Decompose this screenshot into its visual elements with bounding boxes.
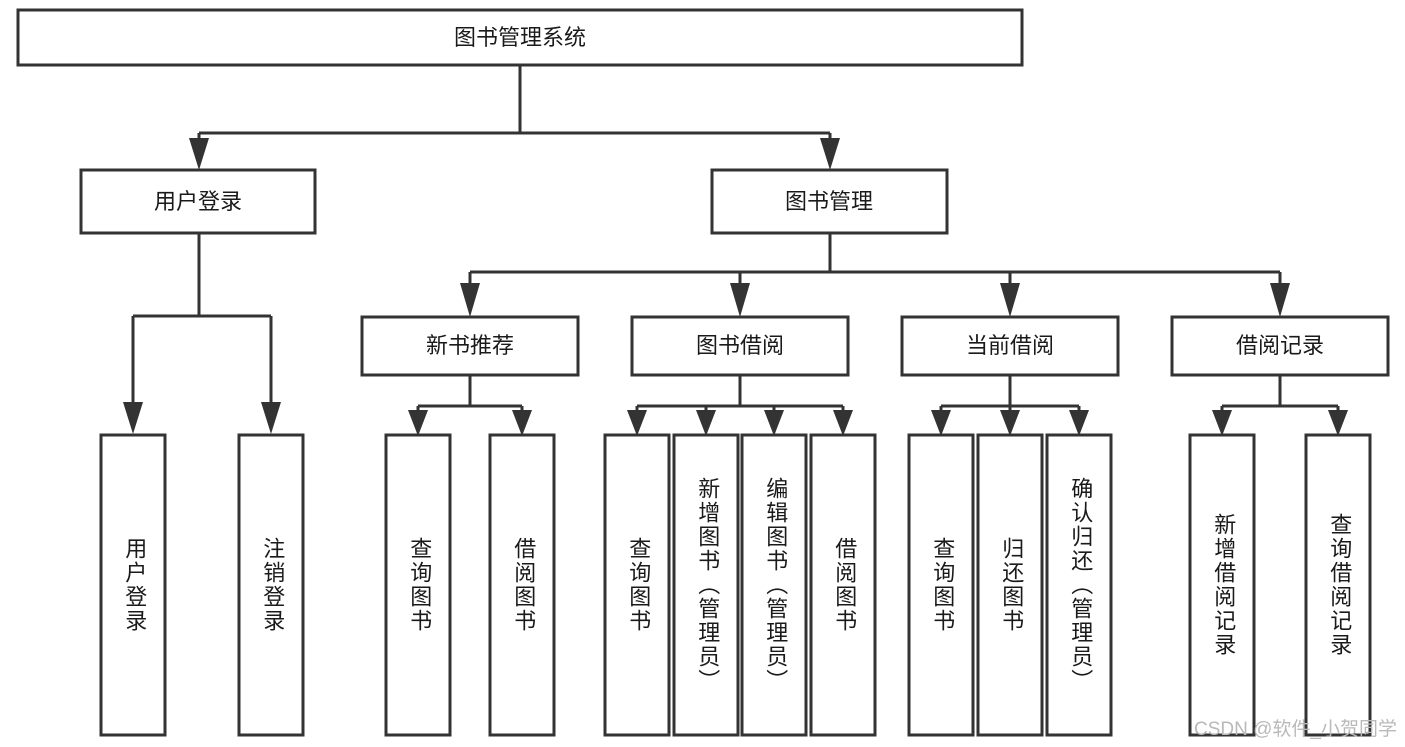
- arrow-head-user-login: [189, 138, 209, 170]
- node-label: 借阅记录: [1236, 333, 1324, 358]
- node-label: 新书推荐: [426, 333, 514, 358]
- node-label: 归还图书: [999, 537, 1024, 633]
- node-user-login[interactable]: 用户登录: [79, 168, 317, 235]
- arrow-head-leaf-query-book-1: [408, 410, 428, 436]
- connectors: [123, 65, 1348, 436]
- node-label: 确认归还（管理员）: [1068, 477, 1093, 693]
- node-label: 图书管理: [785, 189, 873, 214]
- node-leaf-query-book-2[interactable]: 查询图书: [603, 433, 671, 737]
- node-label: 新增图书（管理员）: [695, 477, 720, 693]
- arrow-head-leaf-logout-login: [261, 402, 281, 434]
- node-box: [99, 433, 167, 737]
- node-label: 新增借阅记录: [1211, 513, 1236, 657]
- node-new-book-recommend[interactable]: 新书推荐: [360, 315, 580, 377]
- node-box: [710, 168, 949, 235]
- node-box: [809, 433, 877, 737]
- arrow-head-leaf-user-login: [123, 402, 143, 434]
- node-leaf-add-book[interactable]: 新增图书（管理员）: [672, 433, 740, 737]
- node-leaf-confirm-return[interactable]: 确认归还（管理员）: [1045, 433, 1113, 737]
- node-box: [900, 315, 1120, 377]
- node-label: 用户登录: [154, 189, 242, 214]
- node-label: 用户登录: [122, 537, 147, 633]
- node-leaf-user-login[interactable]: 用户登录: [99, 433, 167, 737]
- node-book-borrow[interactable]: 图书借阅: [630, 315, 850, 377]
- node-leaf-query-book-3[interactable]: 查询图书: [907, 433, 975, 737]
- node-borrow-record[interactable]: 借阅记录: [1170, 315, 1390, 377]
- node-box: [672, 433, 740, 737]
- node-box: [976, 433, 1044, 737]
- arrow-head-leaf-borrow-book-1: [512, 410, 532, 436]
- arrow-head-leaf-add-record: [1212, 410, 1232, 436]
- node-box: [79, 168, 317, 235]
- node-label: 图书管理系统: [454, 25, 586, 50]
- arrow-head-leaf-confirm-return: [1069, 410, 1089, 436]
- node-leaf-add-record[interactable]: 新增借阅记录: [1188, 433, 1256, 737]
- node-label: 查询图书: [626, 537, 651, 633]
- node-label: 借阅图书: [832, 537, 857, 633]
- arrow-head-leaf-add-book: [696, 410, 716, 436]
- arrow-head-leaf-return-book: [1000, 410, 1020, 436]
- arrow-head-book-borrow: [730, 283, 750, 317]
- arrow-head-leaf-edit-book: [764, 410, 784, 436]
- node-box: [1170, 315, 1390, 377]
- node-label: 查询图书: [930, 537, 955, 633]
- node-leaf-borrow-book-1[interactable]: 借阅图书: [488, 433, 556, 737]
- node-label: 图书借阅: [696, 333, 784, 358]
- node-box: [384, 433, 452, 737]
- node-book-management[interactable]: 图书管理: [710, 168, 949, 235]
- arrow-head-borrow-record: [1270, 283, 1290, 317]
- node-box: [488, 433, 556, 737]
- arrow-head-leaf-query-book-2: [627, 410, 647, 436]
- arrow-head-current-borrow: [1000, 283, 1020, 317]
- node-box: [907, 433, 975, 737]
- node-system-title[interactable]: 图书管理系统: [16, 8, 1024, 67]
- arrow-head-new-book-recommend: [460, 283, 480, 317]
- node-box: [1304, 433, 1372, 737]
- node-box: [16, 8, 1024, 67]
- node-leaf-edit-book[interactable]: 编辑图书（管理员）: [740, 433, 808, 737]
- arrow-head-leaf-borrow-book-2: [833, 410, 853, 436]
- watermark-text: CSDN @软件_小贺同学: [1194, 719, 1397, 740]
- node-box: [1045, 433, 1113, 737]
- node-box: [740, 433, 808, 737]
- node-box: [603, 433, 671, 737]
- node-leaf-query-record[interactable]: 查询借阅记录: [1304, 433, 1372, 737]
- node-label: 编辑图书（管理员）: [763, 477, 788, 693]
- node-label: 注销登录: [260, 537, 285, 633]
- node-leaf-return-book[interactable]: 归还图书: [976, 433, 1044, 737]
- node-leaf-query-book-1[interactable]: 查询图书: [384, 433, 452, 737]
- node-box: [237, 433, 305, 737]
- node-box: [630, 315, 850, 377]
- node-leaf-logout-login[interactable]: 注销登录: [237, 433, 305, 737]
- node-label: 查询借阅记录: [1327, 513, 1352, 657]
- node-label: 借阅图书: [511, 537, 536, 633]
- node-label: 当前借阅: [966, 333, 1054, 358]
- arrow-head-leaf-query-record: [1328, 410, 1348, 436]
- node-label: 查询图书: [407, 537, 432, 633]
- arrow-head-leaf-query-book-3: [931, 410, 951, 436]
- node-leaf-borrow-book-2[interactable]: 借阅图书: [809, 433, 877, 737]
- node-box: [360, 315, 580, 377]
- node-box: [1188, 433, 1256, 737]
- node-current-borrow[interactable]: 当前借阅: [900, 315, 1120, 377]
- arrow-head-book-management: [820, 138, 840, 170]
